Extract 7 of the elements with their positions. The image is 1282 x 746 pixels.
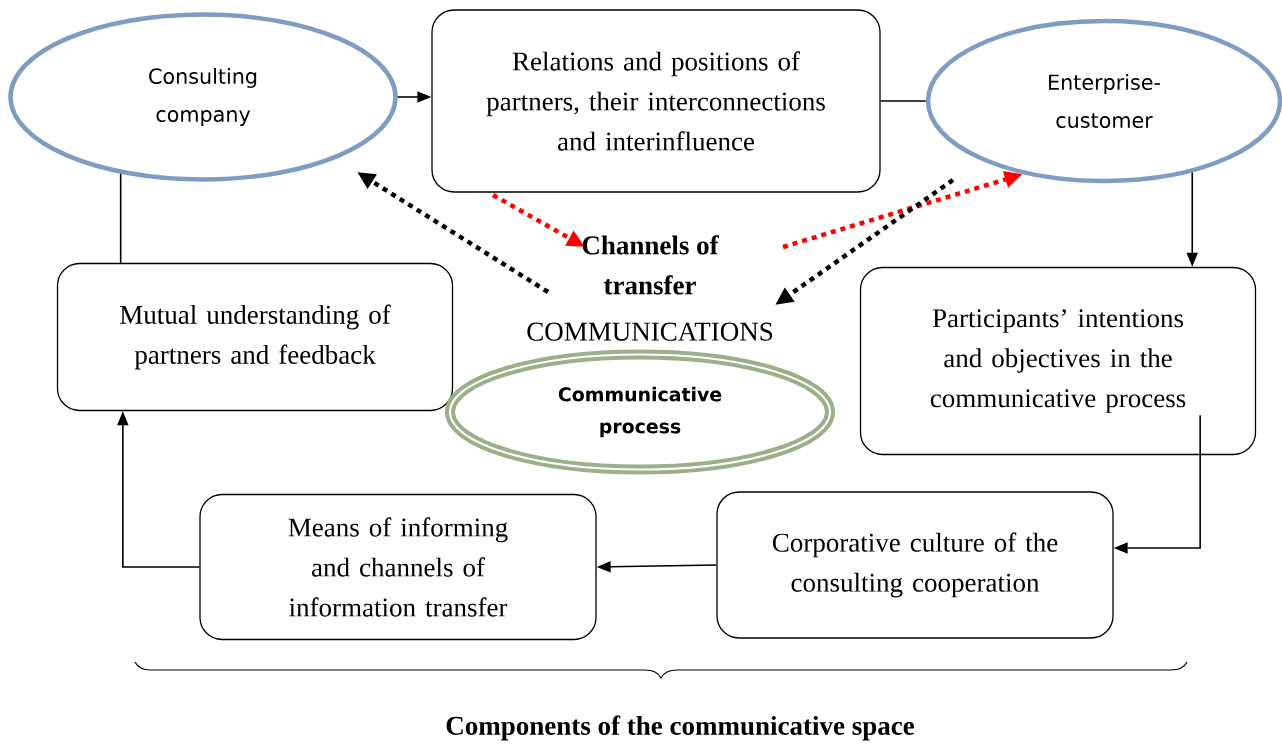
- process-box: Means of informing and channels of information transfer: [199, 493, 597, 641]
- center-label: Channels of transfer COMMUNICATIONS: [527, 235, 773, 341]
- caption-label: Components of the communicative space: [446, 715, 915, 741]
- process-box: Corporative culture of the consulting cooperation: [716, 491, 1114, 639]
- process-box: Participants’ intentions and objectives in the communicative process: [859, 266, 1257, 456]
- process-box: Relations and positions of partners, their interconnections and interinfluence: [431, 9, 881, 193]
- process-box: Mutual understanding of partners and feedback: [56, 262, 454, 412]
